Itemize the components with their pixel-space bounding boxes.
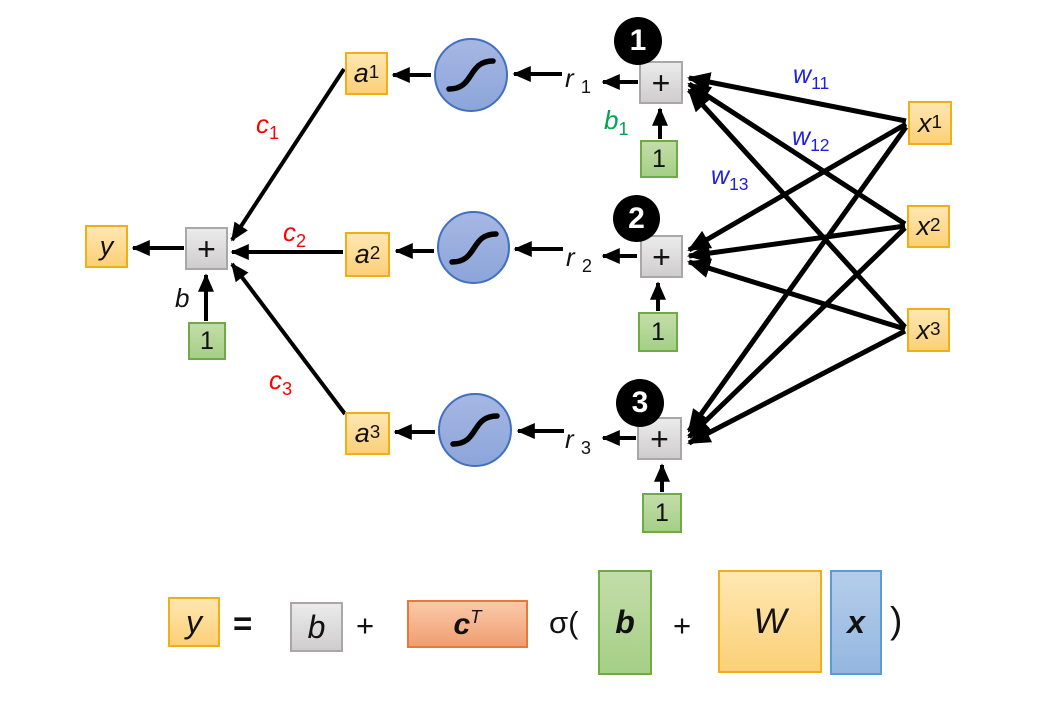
r1-label: r 1 [565,63,592,98]
hidden-badge-3: 3 [616,379,664,427]
hidden-badge-1: 1 [614,17,662,65]
sigmoid-1-node [434,38,508,112]
formula-W-matrix-box: W [718,570,822,673]
input-connection-lines [686,72,909,446]
b1-bias-label: b1 [604,105,629,140]
output-sum-node: + [185,227,228,270]
c2-weight-label: c2 [283,217,307,252]
arrow-a1-outsum [230,67,346,242]
formula-sigma-open: σ( [549,605,579,640]
sigmoid-icon [446,58,496,92]
w12-weight-label: w12 [792,123,830,155]
output-y-label: y [99,231,114,261]
formula-cT-box: cT [407,600,528,648]
connection-line-x3-n3 [687,328,907,446]
output-y-box: y [85,225,128,268]
sigmoid-3-node [438,393,512,467]
connection-line-x1-n3 [686,125,909,433]
sigmoid-2-node [437,211,510,284]
output-bias-one-box: 1 [188,322,226,360]
connection-line-x3-n1 [687,88,907,329]
w11-weight-label: w11 [793,61,830,93]
sigmoid-icon [448,230,499,265]
r2-label: r 2 [566,242,593,277]
formula-y-box: y [168,597,220,647]
connection-line-x2-n2 [687,223,906,264]
plus-icon: + [651,64,671,101]
formula-plus-1: + [356,608,375,643]
connection-line-x2-n3 [687,226,907,439]
hidden-sum-2-node: + [640,235,683,278]
c1-weight-label: c1 [256,109,280,144]
connection-line-x3-n2 [687,258,906,332]
formula-plus-2: + [673,608,692,643]
formula-paren-close: ) [890,600,903,641]
plus-icon: + [197,230,216,267]
formula-b-scalar-box: b [290,602,343,652]
c3-weight-label: c3 [269,365,293,400]
hidden-bias-2-one-box: 1 [638,312,678,352]
plus-icon: + [650,420,669,457]
formula-b-vector-box: b [598,570,652,675]
w13-weight-label: w13 [711,162,749,194]
r3-label: r 3 [565,424,592,459]
hidden-sum-1-node: + [639,61,683,104]
hidden-bias-3-one-box: 1 [642,493,682,533]
connection-line-x1-n2 [687,121,908,253]
arrow-a3-outsum [230,262,347,416]
hidden-bias-1-one-box: 1 [640,140,678,178]
sigmoid-icon [450,413,500,447]
plus-icon: + [652,238,671,275]
connection-line-x2-n1 [687,81,907,227]
connection-line-x1-n1 [687,72,907,124]
flow-arrows [131,66,670,492]
output-bias-label: b [175,283,190,313]
formula-x-vector-box: x [830,570,882,675]
hidden-badge-2: 2 [613,195,660,242]
formula-equals: = [233,605,253,642]
